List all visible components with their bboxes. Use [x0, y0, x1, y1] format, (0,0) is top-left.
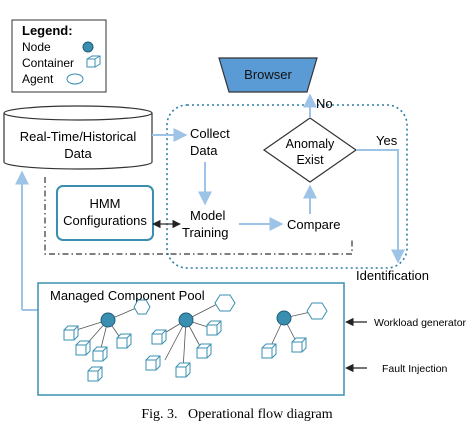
container-icon	[196, 343, 212, 359]
agent-icon	[133, 299, 151, 315]
container-icon	[116, 333, 132, 349]
collect-data-label-line1: Collect	[190, 126, 230, 141]
container-icon	[87, 366, 103, 382]
container-icon	[206, 320, 222, 336]
container-icon	[291, 337, 307, 353]
node-icon	[178, 312, 194, 328]
anomaly-decision-diamond: Anomaly Exist	[262, 117, 358, 183]
containers	[63, 320, 307, 382]
feedback-dashdot-line	[44, 177, 353, 255]
legend-title: Legend:	[22, 23, 73, 38]
data-store-label-line1: Real-Time/Historical	[20, 129, 137, 144]
analysis-region	[166, 104, 408, 269]
legend-item-agent: Agent	[22, 72, 54, 86]
agent-icon	[66, 73, 84, 85]
hmm-label-line2: Configurations	[63, 213, 147, 228]
edge-label-no: No	[316, 96, 333, 111]
identification-label: Identification	[356, 268, 429, 283]
container-icon	[63, 325, 79, 341]
collect-data-label-line2: Data	[190, 143, 218, 158]
container-icon	[145, 355, 161, 371]
arrow-yes-to-identification	[356, 149, 405, 264]
decision-label-line2: Exist	[296, 153, 324, 167]
workload-generator-label: Workload generator	[374, 317, 467, 329]
hmm-configurations-box: HMM Configurations	[56, 185, 154, 241]
container-icon	[261, 343, 277, 359]
agent-icon	[214, 294, 236, 312]
model-training-label-line2: Training	[182, 225, 228, 240]
node-icon	[276, 310, 292, 326]
container-icon	[86, 55, 101, 68]
data-store-label-line2: Data	[64, 146, 92, 161]
node-icon	[82, 41, 94, 53]
model-training-label-line1: Model	[190, 208, 226, 223]
agent-icon	[306, 302, 328, 320]
pool-title: Managed Component Pool	[50, 288, 205, 303]
container-icon	[92, 346, 108, 362]
figure-caption: Fig. 3. Operational flow diagram	[141, 407, 332, 422]
container-icon	[151, 329, 167, 345]
cluster-2	[157, 294, 236, 371]
compare-label: Compare	[287, 217, 340, 232]
legend-item-node: Node	[22, 40, 51, 54]
container-icon	[75, 340, 91, 356]
data-store-cylinder: Real-Time/Historical Data	[3, 105, 153, 170]
browser-label: Browser	[244, 67, 292, 82]
container-icon	[175, 362, 191, 378]
legend-item-container: Container	[22, 56, 74, 70]
browser-box: Browser	[218, 57, 318, 93]
node-icon	[100, 312, 116, 328]
decision-label-line1: Anomaly	[286, 137, 335, 151]
fault-injection-label: Fault Injection	[382, 363, 448, 375]
hmm-label-line1: HMM	[89, 196, 120, 211]
edge-label-yes: Yes	[376, 133, 398, 148]
managed-component-pool: Managed Component Pool	[37, 282, 345, 396]
legend-box: Legend: Node Container Agent	[11, 19, 107, 93]
